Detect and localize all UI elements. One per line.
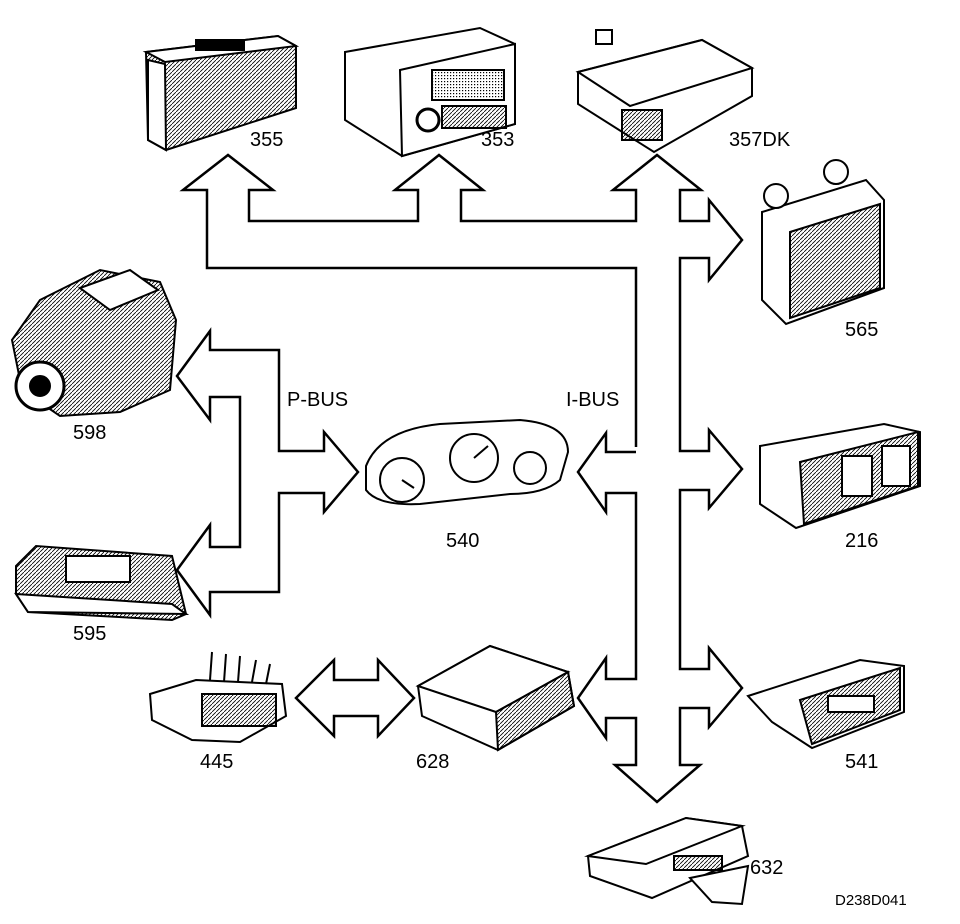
radio-head-unit-icon	[344, 26, 516, 158]
alarm-module-icon	[584, 816, 750, 906]
pbus-label: P-BUS	[287, 389, 349, 411]
injection-pump-icon	[10, 268, 178, 418]
display-unit-icon	[746, 658, 905, 750]
label-355: 355	[250, 129, 284, 151]
label-216: 216	[845, 530, 879, 552]
instrument-cluster-icon	[365, 418, 570, 506]
engine-ecu-icon	[14, 544, 190, 622]
pbus-arrow	[175, 327, 360, 619]
diag-arrow	[294, 656, 416, 740]
bracket-module-icon	[761, 159, 885, 326]
label-357dk: 357DK	[729, 129, 791, 151]
label-565: 565	[845, 319, 879, 341]
figure-reference: D238D041	[835, 892, 907, 909]
label-445: 445	[200, 751, 234, 773]
label-595: 595	[73, 623, 107, 645]
gateway-module-icon	[415, 644, 576, 752]
label-541: 541	[845, 751, 879, 773]
label-353: 353	[481, 129, 515, 151]
label-598: 598	[73, 422, 107, 444]
label-628: 628	[416, 751, 450, 773]
diagnostic-connector-icon	[148, 651, 288, 744]
climate-panel-icon	[759, 422, 921, 530]
cd-changer-icon	[142, 34, 300, 152]
ibus-trunk-arrow	[179, 153, 744, 804]
ibus-label: I-BUS	[566, 389, 620, 411]
label-632: 632	[750, 857, 784, 879]
control-module-icon	[575, 29, 755, 154]
label-540: 540	[446, 530, 480, 552]
